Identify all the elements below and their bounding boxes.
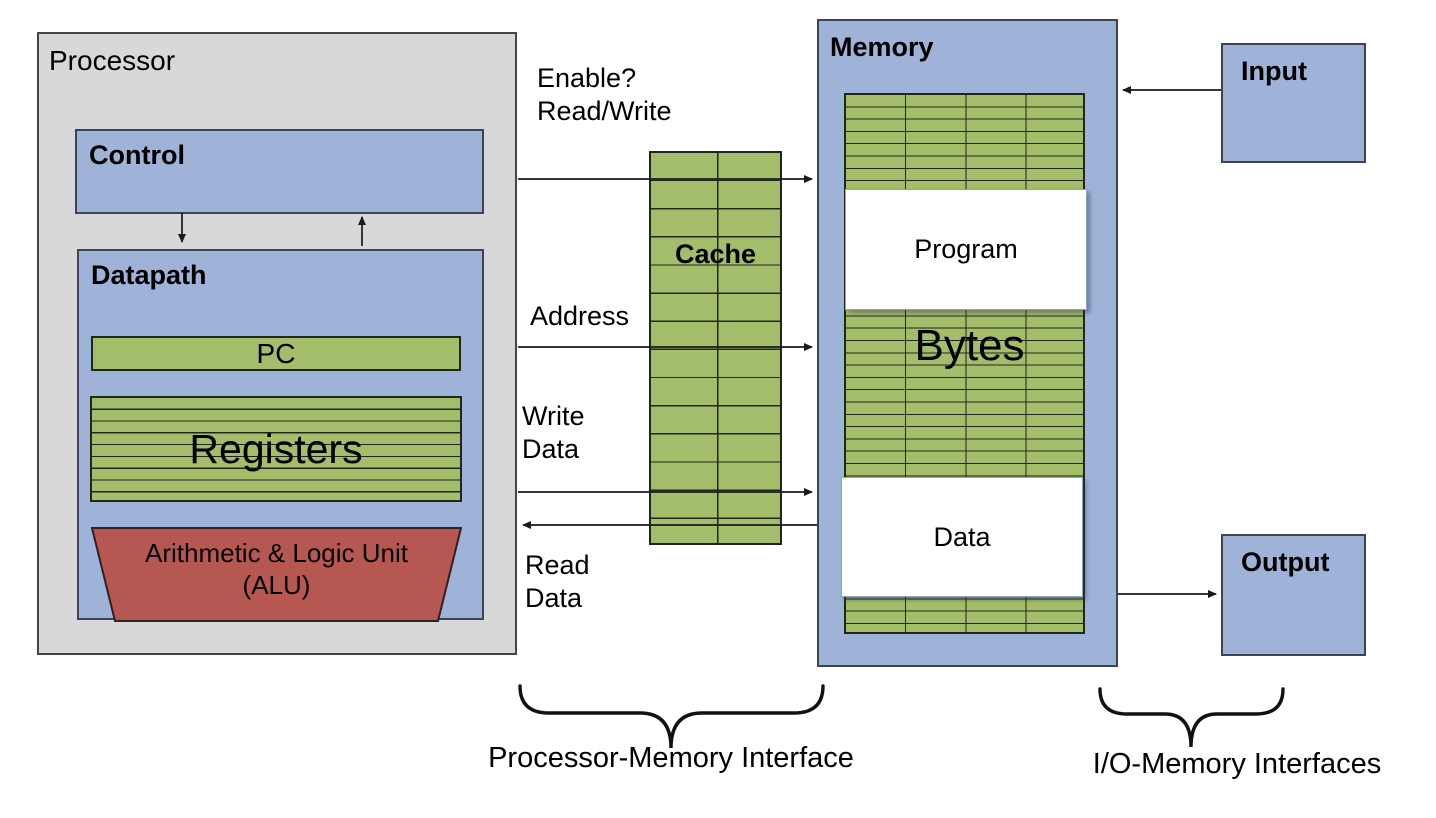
output-label: Output bbox=[1241, 547, 1330, 577]
output-box: Output bbox=[1221, 534, 1366, 656]
program-label: Program bbox=[914, 234, 1018, 264]
cache-box: Cache bbox=[649, 151, 782, 545]
alu-label-line2: (ALU) bbox=[242, 570, 311, 600]
processor-title: Processor bbox=[49, 45, 176, 76]
enable-readwrite-label: Enable? Read/Write bbox=[537, 63, 672, 126]
data-label: Data bbox=[933, 521, 991, 552]
pc-label: PC bbox=[256, 338, 296, 369]
processor-memory-brace bbox=[518, 684, 825, 749]
memory-title: Memory bbox=[830, 32, 934, 62]
control-label: Control bbox=[89, 140, 185, 170]
io-memory-caption: I/O-Memory Interfaces bbox=[1092, 748, 1382, 780]
data-region: Data bbox=[841, 477, 1083, 597]
input-label: Input bbox=[1241, 56, 1307, 86]
processor-box: Processor Control Datapath PC Registers … bbox=[37, 32, 517, 655]
io-memory-brace bbox=[1098, 687, 1285, 748]
address-label: Address bbox=[530, 301, 630, 331]
pc-box: PC bbox=[91, 336, 461, 371]
alu-shape bbox=[90, 527, 463, 622]
cache-label: Cache bbox=[674, 239, 757, 269]
read-data-label: Read Data bbox=[525, 550, 590, 613]
control-box: Control bbox=[75, 129, 484, 214]
input-box: Input bbox=[1221, 43, 1366, 163]
memory-box: Memory Program Bytes Data bbox=[817, 19, 1118, 667]
program-region: Program bbox=[845, 189, 1087, 310]
alu-trapezoid: Arithmetic & Logic Unit (ALU) bbox=[90, 527, 463, 622]
bytes-label: Bytes bbox=[914, 321, 1025, 370]
registers-box: Registers bbox=[90, 396, 462, 502]
datapath-box: Datapath PC Registers Arithmetic & Logic… bbox=[77, 249, 484, 622]
registers-label: Registers bbox=[189, 425, 363, 472]
datapath-label: Datapath bbox=[91, 260, 207, 290]
alu-label-line1: Arithmetic & Logic Unit bbox=[145, 538, 408, 568]
alu-label: Arithmetic & Logic Unit (ALU) bbox=[91, 537, 462, 601]
write-data-label: Write Data bbox=[522, 401, 585, 464]
processor-memory-caption: Processor-Memory Interface bbox=[488, 742, 854, 774]
